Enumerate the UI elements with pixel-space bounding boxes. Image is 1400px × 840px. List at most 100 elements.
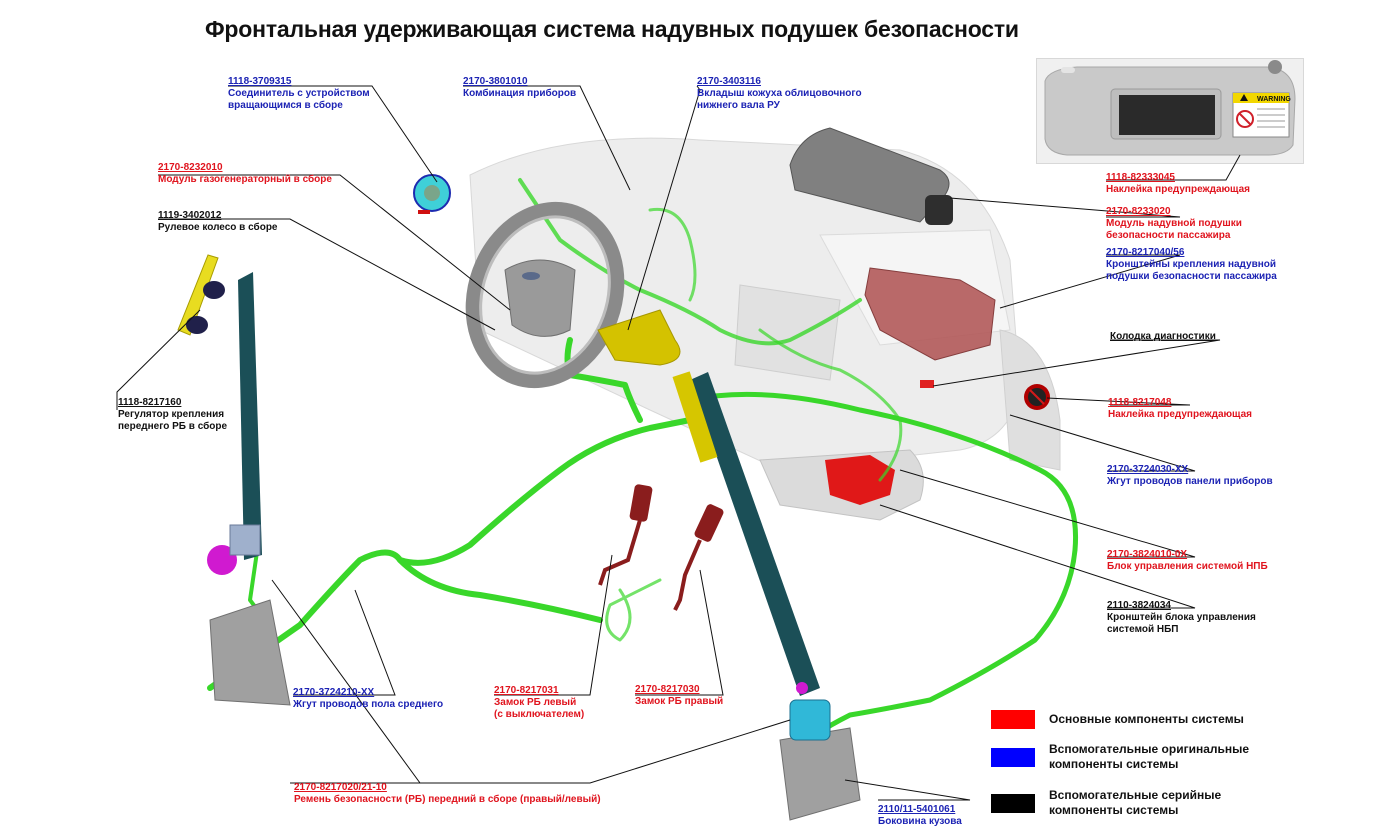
part-description: Рулевое колесо в сборе [158, 222, 278, 233]
part-description: системой НБП [1107, 624, 1179, 635]
callout-buckle-right: 2170-8217030 Замок РБ правый [635, 684, 723, 708]
vanity-mirror [1119, 95, 1215, 135]
part-code: 1119-3402012 [158, 210, 222, 221]
callout-body-side: 2110/11-5401061 Боковина кузова [878, 804, 962, 828]
callout-passenger-airbag-brackets: 2170-8217040/56 Кронштейны крепления над… [1106, 247, 1277, 283]
passenger-airbag [789, 127, 953, 225]
part-description: Жгут проводов пола среднего [293, 699, 444, 710]
part-code: 1118-8217160 [118, 397, 182, 408]
legend-label-line: Вспомогательные серийные [1049, 788, 1222, 802]
part-code: 2170-8233020 [1106, 206, 1171, 217]
steering-wheel-part [465, 201, 625, 389]
part-code: 2170-8217040/56 [1106, 247, 1185, 258]
part-description: Регулятор крепления [118, 409, 225, 420]
part-code: 2170-3724030-XX [1107, 464, 1189, 475]
part-description: Замок РБ левый [494, 697, 577, 708]
part-description: Вкладыш кожуха облицовочного [697, 88, 862, 99]
part-description: Соединитель с устройством [228, 88, 370, 99]
callout-spiral-connector: 1118-3709315 Соединитель с устройством в… [228, 76, 370, 112]
part-description: Кронштейны крепления надувной [1106, 259, 1277, 270]
steering-hub-airbag [504, 259, 576, 337]
legend-label-line: Вспомогательные оригинальные [1049, 742, 1250, 756]
buckle-right-part [673, 504, 724, 611]
part-description: Замок РБ правый [635, 696, 724, 707]
column-shroud [597, 309, 681, 366]
part-description: Наклейка предупреждающая [1108, 409, 1252, 420]
part-code: 2170-3824010-0X [1107, 549, 1188, 560]
dash-warning-sticker [1024, 384, 1050, 410]
right-seat-belt [672, 371, 861, 821]
part-description: безопасности пассажира [1106, 230, 1231, 241]
callout-diagnostic-connector: Колодка диагностики [1110, 331, 1216, 343]
callout-airbag-ecu: 2170-3824010-0X Блок управления системой… [1107, 549, 1268, 573]
belt-height-adjuster-part [177, 254, 225, 336]
part-description: Модуль газогенераторный в сборе [158, 174, 332, 185]
legend-label: Основные компоненты системы [1049, 712, 1244, 726]
legend-label-line: компоненты системы [1049, 757, 1179, 771]
callout-floor-harness: 2170-3724210-XX Жгут проводов пола средн… [293, 687, 443, 711]
part-description: Блок управления системой НПБ [1107, 561, 1268, 572]
part-description: нижнего вала РУ [697, 100, 780, 111]
left-seat-belt [207, 272, 291, 706]
callout-ecu-bracket: 2110-3824034 Кронштейн блока управления … [1107, 600, 1256, 636]
diagnostic-connector-part [920, 380, 934, 388]
part-description: вращающимся в сборе [228, 100, 343, 111]
part-description: Колодка диагностики [1110, 331, 1216, 342]
callout-steering-wheel: 1119-3402012 Рулевое колесо в сборе [158, 210, 278, 234]
warning-sticker-text: WARNING [1257, 96, 1291, 103]
warning-triangle-icon [1240, 94, 1248, 101]
part-description: Боковина кузова [878, 816, 962, 827]
legend-swatch-black [991, 793, 1035, 813]
airbag-ecu-unit [825, 455, 895, 505]
visor-hinge [1268, 60, 1282, 74]
callout-buckle-left: 2170-8217031 Замок РБ левый (с выключате… [494, 685, 584, 721]
sun-visor-photo: WARNING [1036, 58, 1304, 164]
callout-front-seat-belt: 2170-8217020/21-10 Ремень безопасности (… [294, 782, 601, 806]
callout-belt-height-adjuster: 1118-8217160 Регулятор крепления передне… [118, 397, 227, 433]
part-code: 2170-8217020/21-10 [294, 782, 387, 793]
part-code: 2110-3824034 [1107, 600, 1171, 611]
sun-visor-illustration: WARNING [1044, 60, 1296, 156]
brand-logo [522, 272, 540, 280]
passenger-airbag-bracket [864, 267, 996, 361]
warning-sticker: WARNING [1232, 92, 1291, 138]
callout-dash-harness: 2170-3724030-XX Жгут проводов панели при… [1107, 464, 1273, 488]
callout-instrument-cluster: 2170-3801010 Комбинация приборов [463, 76, 576, 100]
part-description: Наклейка предупреждающая [1106, 184, 1250, 195]
part-code: 1118-8217048 [1108, 397, 1172, 408]
part-code: 2170-8217030 [635, 684, 700, 695]
part-code: 2170-3403116 [697, 76, 761, 87]
leader-lines [116, 85, 1241, 801]
part-description: подушки безопасности пассажира [1106, 271, 1277, 282]
part-code: 2170-3724210-XX [293, 687, 375, 698]
part-description: Модуль надувной подушки [1106, 218, 1242, 229]
clock-spring [413, 174, 451, 214]
legend-label-line: компоненты системы [1049, 803, 1179, 817]
part-code: 2170-3801010 [463, 76, 528, 87]
part-code: 2170-8217031 [494, 685, 559, 696]
callout-passenger-airbag-module: 2170-8233020 Модуль надувной подушки без… [1106, 206, 1242, 242]
part-code: 2170-8232010 [158, 162, 223, 173]
callout-dash-warning-label: 1118-8217048 Наклейка предупреждающая [1108, 397, 1252, 421]
part-description: Ремень безопасности (РБ) передний в сбор… [294, 794, 601, 805]
part-description: переднего РБ в сборе [118, 421, 228, 432]
diagram-title: Фронтальная удерживающая система надувны… [205, 16, 1019, 42]
part-code: 2110/11-5401061 [878, 804, 956, 815]
legend-swatch-blue [991, 747, 1035, 767]
legend-swatch-red [991, 710, 1035, 729]
part-code: 1118-3709315 [228, 76, 292, 87]
part-description: Кронштейн блока управления [1107, 612, 1256, 623]
part-code: 1118-82333045 [1106, 172, 1175, 183]
callout-column-shroud-insert: 2170-3403116 Вкладыш кожуха облицовочног… [697, 76, 862, 112]
part-description: (с выключателем) [494, 709, 585, 720]
part-description: Комбинация приборов [463, 88, 577, 99]
callout-driver-airbag-module: 2170-8232010 Модуль газогенераторный в с… [158, 162, 332, 186]
visor-clip [1061, 67, 1075, 73]
buckle-left-part [598, 484, 653, 586]
callout-visor-warning-label: 1118-82333045 Наклейка предупреждающая [1106, 172, 1250, 196]
